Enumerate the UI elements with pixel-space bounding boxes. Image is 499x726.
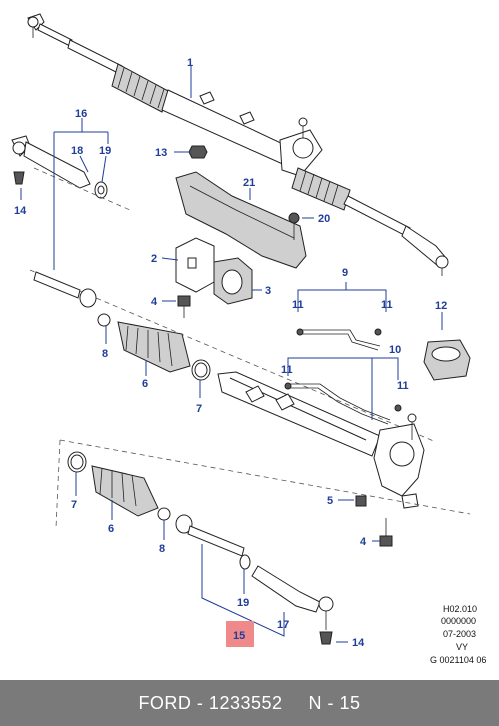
callout-6: 6 <box>142 378 148 390</box>
callout-9: 9 <box>342 267 348 279</box>
highlight-box-15 <box>226 621 254 647</box>
lower-rack-housing <box>217 339 471 547</box>
callout-14: 14 <box>14 205 27 217</box>
callout-16: 16 <box>75 108 87 120</box>
callout-3: 3 <box>265 285 271 297</box>
stamp-line-4: VY <box>456 642 468 652</box>
callout-4: 4 <box>360 536 367 548</box>
callout-13: 13 <box>155 147 167 159</box>
callout-11: 11 <box>381 299 393 311</box>
stamp-line-3: 07-2003 <box>443 629 476 639</box>
position-label: N - 15 <box>308 692 361 713</box>
callout-19: 19 <box>99 145 111 157</box>
steering-rack-exploded-diagram: 1 16 18 19 13 21 14 20 2 9 3 4 11 11 12 … <box>11 13 486 665</box>
callout-7: 7 <box>196 403 202 415</box>
callout-5: 5 <box>327 495 333 507</box>
callout-17: 17 <box>277 619 289 631</box>
callout-11: 11 <box>292 299 304 311</box>
callout-1: 1 <box>187 57 193 69</box>
stamp-line-1: H02.010 <box>443 604 477 614</box>
callout-18: 18 <box>71 145 83 157</box>
middle-exploded-group <box>29 269 437 443</box>
drawing-stamp: H02.010 0000000 07-2003 VY G 0021104 06 <box>430 604 486 665</box>
callout-14: 14 <box>352 637 365 649</box>
stamp-line-2: 0000000 <box>441 616 476 626</box>
callout-2: 2 <box>151 253 157 265</box>
callout-11: 11 <box>397 380 409 392</box>
left-tie-rod-end-group <box>11 135 131 211</box>
callout-11: 11 <box>281 364 293 376</box>
part-number-label: FORD - 1233552 <box>138 692 283 713</box>
callout-19: 19 <box>237 597 249 609</box>
callout-labels: 1 16 18 19 13 21 14 20 2 9 3 4 11 11 12 … <box>14 57 447 649</box>
callout-12: 12 <box>435 300 447 312</box>
callout-8: 8 <box>159 543 165 555</box>
callout-leaders <box>20 66 443 643</box>
callout-7: 7 <box>71 499 77 511</box>
callout-4: 4 <box>151 296 158 308</box>
callout-10: 10 <box>389 344 401 356</box>
hydraulic-lines-group <box>284 282 402 425</box>
mount-bracket-group <box>175 145 307 318</box>
callout-15: 15 <box>233 630 245 642</box>
lower-exploded-group <box>55 439 471 645</box>
callout-6: 6 <box>108 523 114 535</box>
callout-20: 20 <box>318 213 330 225</box>
part-reference-footer: FORD - 1233552 N - 15 <box>0 680 499 726</box>
callout-21: 21 <box>243 177 255 189</box>
stamp-line-5: G 0021104 06 <box>430 655 486 665</box>
upper-rack-assembly <box>27 13 449 276</box>
callout-8: 8 <box>102 348 108 360</box>
